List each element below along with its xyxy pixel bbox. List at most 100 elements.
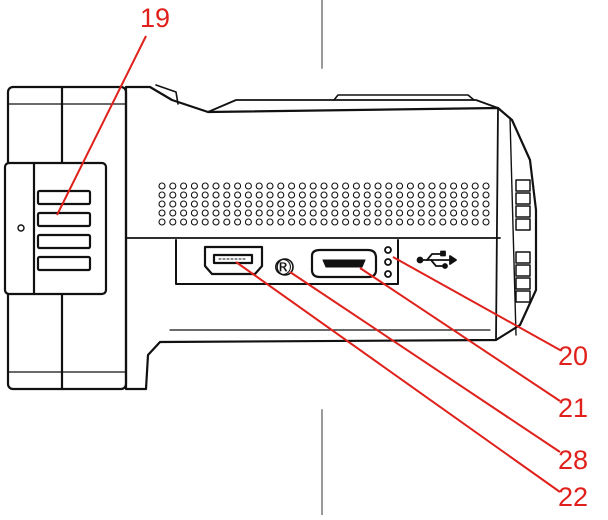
vent-hole: [190, 200, 198, 208]
vent-hole: [352, 200, 360, 208]
vent-hole: [288, 209, 296, 217]
vent-hole: [190, 218, 198, 226]
vent-hole: [266, 191, 274, 199]
vent-hole: [406, 218, 414, 226]
vent-hole: [244, 200, 252, 208]
vent-hole: [396, 182, 404, 190]
callout-22: 22: [558, 482, 589, 512]
vent-hole: [266, 200, 274, 208]
vent-hole: [428, 182, 436, 190]
vent-hole: [223, 209, 231, 217]
vent-hole: [190, 191, 198, 199]
vent-hole: [288, 218, 296, 226]
vent-hole: [471, 200, 479, 208]
registered-mark: [276, 258, 294, 276]
vent-hole: [406, 182, 414, 190]
vent-hole: [352, 182, 360, 190]
vent-hole: [298, 209, 306, 217]
vent-hole: [277, 200, 285, 208]
vent-hole: [244, 191, 252, 199]
vent-hole: [223, 218, 231, 226]
vent-hole: [201, 191, 209, 199]
vent-hole: [439, 200, 447, 208]
vent-hole: [255, 209, 263, 217]
vent-hole: [439, 218, 447, 226]
vent-hole: [298, 218, 306, 226]
vent-hole: [396, 209, 404, 217]
vent-hole: [180, 200, 188, 208]
vent-hole: [266, 209, 274, 217]
vent-hole: [428, 209, 436, 217]
vent-hole: [309, 209, 317, 217]
vent-hole: [320, 182, 328, 190]
vent-hole: [385, 218, 393, 226]
vent-hole: [482, 191, 490, 199]
vent-hole: [482, 209, 490, 217]
vent-hole: [255, 200, 263, 208]
vent-hole: [234, 182, 242, 190]
vent-hole: [396, 218, 404, 226]
vent-hole: [223, 182, 231, 190]
leader-21: [359, 267, 561, 402]
vent-hole: [342, 191, 350, 199]
vent-hole: [460, 209, 468, 217]
top-lid: [207, 99, 499, 113]
vent-hole: [234, 209, 242, 217]
vent-hole: [406, 191, 414, 199]
vent-hole: [212, 218, 220, 226]
vent-hole: [363, 191, 371, 199]
vent-hole: [201, 209, 209, 217]
vent-hole: [266, 218, 274, 226]
vent-hole: [374, 191, 382, 199]
vent-hole: [417, 209, 425, 217]
vent-hole: [342, 182, 350, 190]
vent-hole: [169, 191, 177, 199]
vent-hole: [342, 200, 350, 208]
vent-holes: [158, 182, 490, 226]
micro-usb-port-icon: [310, 248, 378, 279]
vent-hole: [439, 191, 447, 199]
vent-hole: [298, 182, 306, 190]
vent-hole: [212, 209, 220, 217]
vent-hole: [331, 209, 339, 217]
vent-hole: [342, 218, 350, 226]
vent-hole: [417, 182, 425, 190]
vent-hole: [331, 182, 339, 190]
vent-hole: [417, 200, 425, 208]
vent-hole: [428, 218, 436, 226]
vent-hole: [342, 209, 350, 217]
vent-hole: [331, 218, 339, 226]
vent-hole: [201, 200, 209, 208]
vent-hole: [320, 218, 328, 226]
vent-hole: [288, 182, 296, 190]
vent-hole: [460, 200, 468, 208]
vent-hole: [212, 191, 220, 199]
vent-hole: [180, 218, 188, 226]
vent-hole: [450, 218, 458, 226]
leader-lines: [56, 35, 561, 493]
vent-hole: [244, 182, 252, 190]
vent-hole: [450, 200, 458, 208]
port-panel: [175, 239, 399, 285]
leader-28: [289, 271, 561, 453]
mini-hdmi-port-icon: [203, 245, 264, 276]
vent-hole: [158, 218, 166, 226]
vent-hole: [190, 209, 198, 217]
vent-hole: [234, 200, 242, 208]
vent-hole: [471, 209, 479, 217]
vent-hole: [201, 182, 209, 190]
vent-hole: [417, 191, 425, 199]
vent-hole: [428, 200, 436, 208]
vent-hole: [331, 191, 339, 199]
vent-hole: [396, 191, 404, 199]
vent-hole: [320, 191, 328, 199]
vent-hole: [374, 200, 382, 208]
vent-hole: [223, 191, 231, 199]
camera-body: [124, 85, 538, 391]
leader-19: [56, 35, 147, 216]
vent-hole: [428, 191, 436, 199]
rear-housing: [495, 107, 499, 341]
vent-hole: [460, 218, 468, 226]
